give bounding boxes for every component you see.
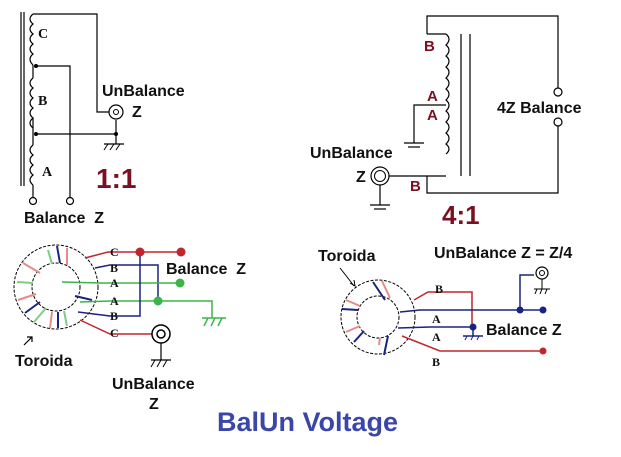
- wire-label: B: [435, 282, 443, 296]
- winding-label-b: B: [38, 94, 47, 109]
- page-title: BalUn Voltage: [217, 407, 398, 437]
- terminal-icon: [553, 117, 563, 127]
- wire-label: B: [432, 355, 440, 369]
- toroid-label: Toroida: [318, 248, 376, 265]
- toroid-outer: [13, 244, 99, 330]
- toroid-1to1: C B A A B C Balance Z Toroida UnBalance …: [13, 244, 246, 413]
- coil-c: [29, 13, 34, 66]
- ratio-1to1: 1:1: [96, 163, 136, 194]
- winding-label-b: B: [424, 38, 435, 55]
- winding-label-c: C: [38, 27, 48, 42]
- toroid-inner: [31, 262, 81, 312]
- terminal-dot: [175, 278, 185, 288]
- terminal-dot: [176, 247, 186, 257]
- unbalance-label: UnBalance Z = Z/4: [434, 245, 572, 262]
- unbalance-z-label: Z: [132, 104, 142, 121]
- ratio-4to1: 4:1: [442, 200, 480, 230]
- transformer-1to1: C B A UnBalance Z 1:1 Balance Z: [20, 12, 185, 227]
- toroid-label: Toroida: [15, 353, 73, 370]
- junction-dot: [135, 247, 145, 257]
- wire-label: B: [110, 309, 118, 323]
- terminal-icon: [28, 196, 38, 206]
- wire-label: C: [110, 245, 119, 259]
- wire-label: A: [110, 294, 119, 308]
- terminal-dot: [539, 306, 547, 314]
- unbalance-z-label: Z: [149, 396, 159, 413]
- unbalance-label: UnBalance: [112, 376, 195, 393]
- junction-dot: [153, 296, 163, 306]
- winding-label-a: A: [42, 165, 53, 180]
- balance-label: Balance Z: [166, 261, 246, 278]
- winding-label-a: A: [427, 88, 438, 105]
- unbalance-label: UnBalance: [310, 145, 393, 162]
- unbalance-label: UnBalance: [102, 83, 185, 100]
- coil-a: [29, 144, 34, 186]
- terminal-dot: [539, 347, 547, 355]
- toroid-4to1: B A A B Toroida UnBalance Z = Z/4 Balanc…: [318, 245, 572, 369]
- winding-label-b: B: [410, 178, 421, 195]
- terminal-icon: [65, 196, 75, 206]
- wire-label: B: [110, 261, 118, 275]
- junction-dot: [516, 306, 524, 314]
- wire-label: A: [432, 330, 441, 344]
- transformer-4to1: B A A B 4Z Balance UnBalance Z 4:1: [310, 15, 582, 230]
- arrow-icon: [339, 267, 355, 287]
- coil-b: [29, 77, 34, 129]
- toroid-inner: [356, 295, 400, 339]
- balance-label: 4Z Balance: [497, 100, 582, 117]
- wire-label: A: [110, 276, 119, 290]
- arrow-icon: [23, 336, 33, 346]
- balance-label: Balance Z: [486, 322, 562, 339]
- winding-label-a: A: [427, 107, 438, 124]
- wire-label: C: [110, 326, 119, 340]
- balance-label: Balance Z: [24, 210, 104, 227]
- unbalance-z-label: Z: [356, 169, 366, 186]
- terminal-icon: [553, 87, 563, 97]
- wire-label: A: [432, 312, 441, 326]
- coil: [445, 33, 450, 155]
- toroid-outer: [340, 279, 416, 355]
